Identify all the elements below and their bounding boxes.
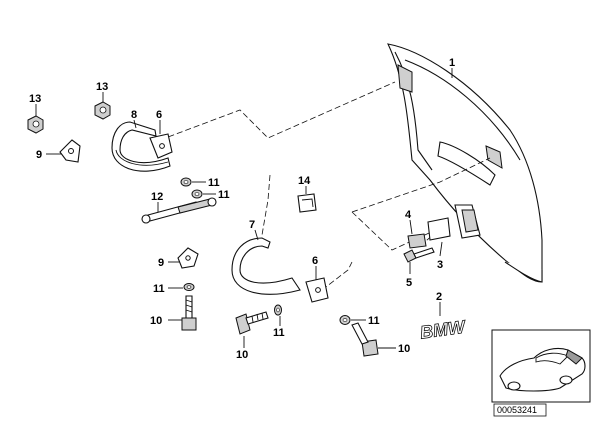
car-thumbnail: 00053241 <box>491 329 591 417</box>
clip-14 <box>297 193 317 213</box>
bracket-9-left <box>59 139 81 163</box>
callout-5: 5 <box>406 277 412 289</box>
striker-3 <box>427 217 451 241</box>
callout-13-left: 13 <box>29 93 41 105</box>
callout-4: 4 <box>405 209 412 221</box>
callout-8: 8 <box>131 109 137 121</box>
screw-5 <box>403 247 435 263</box>
reference-number: 00053241 <box>497 405 537 415</box>
hinge-arm-7 <box>231 237 301 295</box>
callout-10-b: 10 <box>236 349 248 361</box>
callout-10-a: 10 <box>150 315 162 327</box>
bolt-10-vertical <box>181 295 197 331</box>
callout-2: 2 <box>436 291 442 303</box>
callout-11-a: 11 <box>208 177 220 189</box>
bolt-10-angled <box>351 322 379 357</box>
callout-13-upper: 13 <box>96 81 108 93</box>
gas-strut-12 <box>141 197 217 224</box>
callout-lines <box>35 68 453 349</box>
callout-1: 1 <box>449 57 455 69</box>
washer-11-mid <box>183 283 195 291</box>
callout-10-c: 10 <box>398 343 410 355</box>
callout-11-b: 11 <box>218 189 230 201</box>
bracket-6-left <box>149 133 173 159</box>
callout-11-d: 11 <box>273 327 285 339</box>
nut-13-left <box>27 115 44 134</box>
bracket-9-lower <box>177 247 199 269</box>
trunk-lid <box>387 43 543 283</box>
callout-12: 12 <box>151 191 163 203</box>
bolt-10-horizontal <box>235 311 269 335</box>
callout-14: 14 <box>298 175 311 187</box>
bracket-6-right <box>305 277 329 303</box>
callout-11-e: 11 <box>368 315 380 327</box>
car-icon <box>499 347 586 392</box>
emblem-text: BMW <box>419 316 468 342</box>
callout-9-left: 9 <box>36 149 42 161</box>
callout-9-lower: 9 <box>158 257 164 269</box>
callout-11-c: 11 <box>153 283 165 295</box>
hinge-arm-8 <box>111 121 171 172</box>
emblem-2: BMW <box>418 316 468 343</box>
callout-7: 7 <box>249 219 255 231</box>
pad-4 <box>407 233 427 249</box>
washer-11-upper <box>180 177 192 187</box>
washer-11-bolt <box>274 304 282 316</box>
callout-6-left: 6 <box>156 109 162 121</box>
callout-6-right: 6 <box>312 255 318 267</box>
callout-3: 3 <box>437 259 443 271</box>
callout-numbers: 1 13 13 9 8 6 11 11 12 14 7 6 9 11 10 10… <box>29 57 455 361</box>
washer-11-lower <box>191 189 203 199</box>
washer-11-right <box>339 315 351 325</box>
nut-13-upper <box>94 101 111 120</box>
